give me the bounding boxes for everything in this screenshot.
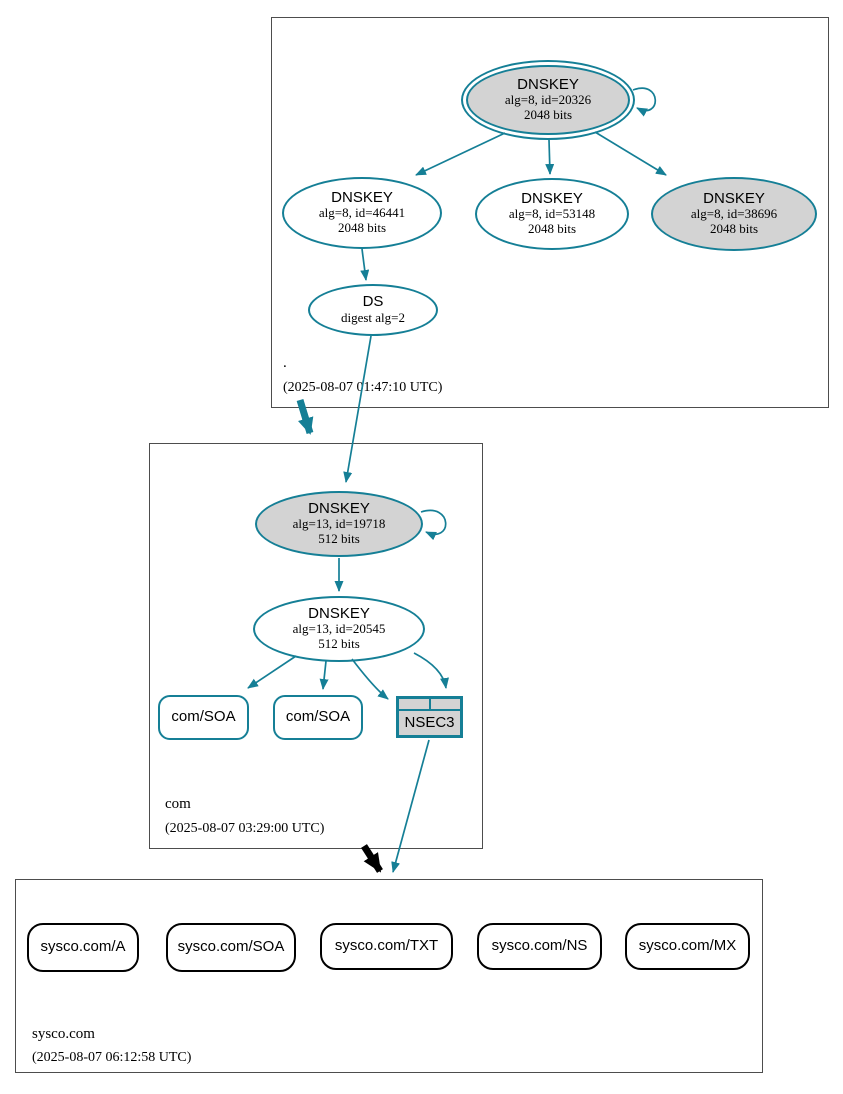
- node-dnskey-38696[interactable]: DNSKEY alg=8, id=38696 2048 bits: [651, 177, 817, 251]
- node-dnskey-46441[interactable]: DNSKEY alg=8, id=46441 2048 bits: [282, 177, 442, 249]
- node-attr-alg-id: alg=8, id=38696: [690, 206, 778, 222]
- node-sysco-com-txt[interactable]: sysco.com/TXT: [320, 923, 453, 970]
- node-dnskey-20326-inner: DNSKEY alg=8, id=20326 2048 bits: [466, 65, 630, 135]
- node-dnskey-20326-ksk[interactable]: DNSKEY alg=8, id=20326 2048 bits: [461, 60, 635, 140]
- zone-timestamp-root: (2025-08-07 01:47:10 UTC): [283, 380, 443, 395]
- rrset-label: sysco.com/SOA: [177, 938, 285, 956]
- node-dnskey-20545[interactable]: DNSKEY alg=13, id=20545 512 bits: [253, 596, 425, 662]
- node-ds[interactable]: DS digest alg=2: [308, 284, 438, 336]
- zone-box-com: [149, 443, 483, 849]
- rrset-label: sysco.com/A: [40, 938, 126, 956]
- node-attr-bits: 2048 bits: [527, 221, 577, 237]
- node-attr-bits: 2048 bits: [709, 221, 759, 237]
- node-attr-bits: 512 bits: [318, 636, 360, 652]
- zone-timestamp-sysco-com: (2025-08-07 06:12:58 UTC): [32, 1050, 192, 1065]
- node-attr-bits: 512 bits: [318, 531, 360, 547]
- node-sysco-com-a[interactable]: sysco.com/A: [27, 923, 139, 972]
- node-com-soa-2[interactable]: com/SOA: [273, 695, 363, 740]
- node-attr-bits: 2048 bits: [523, 107, 573, 123]
- node-title: DNSKEY: [517, 75, 579, 93]
- node-dnskey-19718-ksk[interactable]: DNSKEY alg=13, id=19718 512 bits: [255, 491, 423, 557]
- rrset-label: sysco.com/MX: [638, 937, 737, 955]
- zone-box-sysco-com: [15, 879, 763, 1073]
- node-title: DNSKEY: [521, 189, 583, 207]
- node-attr-alg-id: alg=8, id=53148: [508, 206, 596, 222]
- node-attr-bits: 2048 bits: [337, 220, 387, 236]
- zone-timestamp-com: (2025-08-07 03:29:00 UTC): [165, 821, 325, 836]
- node-com-soa-1[interactable]: com/SOA: [158, 695, 249, 740]
- node-sysco-com-mx[interactable]: sysco.com/MX: [625, 923, 750, 970]
- zone-label-root: .: [283, 355, 287, 371]
- node-title: DNSKEY: [703, 189, 765, 207]
- node-dnskey-53148[interactable]: DNSKEY alg=8, id=53148 2048 bits: [475, 178, 629, 250]
- node-attr-digest: digest alg=2: [340, 309, 406, 325]
- node-title: DNSKEY: [331, 188, 393, 206]
- node-title: DS: [362, 293, 384, 311]
- edge-delegation-com-to-sysco-com: [361, 844, 383, 873]
- node-attr-alg-id: alg=8, id=46441: [318, 205, 406, 221]
- node-sysco-com-ns[interactable]: sysco.com/NS: [477, 923, 602, 970]
- node-nsec3[interactable]: NSEC3: [396, 696, 463, 738]
- node-title: DNSKEY: [308, 499, 370, 517]
- node-attr-alg-id: alg=13, id=19718: [292, 516, 386, 532]
- zone-box-root: [271, 17, 829, 408]
- node-sysco-com-soa[interactable]: sysco.com/SOA: [166, 923, 296, 972]
- zone-label-sysco-com: sysco.com: [32, 1026, 95, 1042]
- nsec3-label: NSEC3: [404, 713, 455, 731]
- rrset-label: sysco.com/NS: [491, 937, 588, 955]
- node-title: DNSKEY: [308, 604, 370, 622]
- nsec3-cell-left: [399, 699, 431, 709]
- rrset-label: com/SOA: [171, 708, 236, 726]
- rrset-label: sysco.com/TXT: [334, 937, 439, 955]
- nsec3-header-cells: [399, 699, 460, 711]
- zone-label-com: com: [165, 796, 191, 812]
- nsec3-cell-right: [430, 699, 460, 709]
- node-attr-alg-id: alg=8, id=20326: [504, 92, 592, 108]
- rrset-label: com/SOA: [285, 708, 351, 726]
- node-attr-alg-id: alg=13, id=20545: [292, 621, 386, 637]
